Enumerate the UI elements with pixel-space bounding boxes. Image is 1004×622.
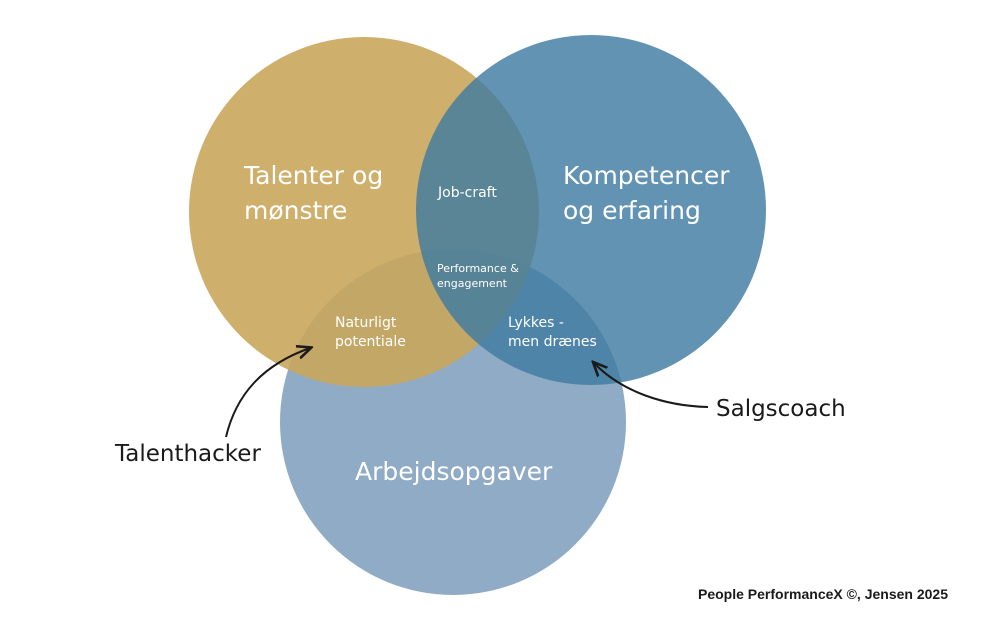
- talents-label-line2: mønstre: [244, 196, 347, 225]
- competences-label-line2: og erfaring: [563, 196, 701, 225]
- callout-talenthacker: Talenthacker: [114, 441, 261, 467]
- competences-label-line1: Kompetencer: [563, 161, 730, 190]
- tasks-label: Arbejdsopgaver: [355, 457, 553, 486]
- overlap-center-line2: engagement: [437, 277, 508, 290]
- talenthacker-arrow: [225, 348, 310, 438]
- overlap-center-line1: Performance &: [437, 262, 519, 275]
- overlap-job-craft: Job-craft: [437, 185, 497, 201]
- overlap-natural-line2: potentiale: [335, 334, 406, 350]
- overlap-succeed-line1: Lykkes -: [508, 315, 564, 331]
- overlap-natural-potential: Naturligt potentiale: [335, 315, 406, 350]
- salgscoach-arrow: [594, 363, 709, 408]
- talents-label: Talenter og mønstre: [243, 161, 391, 225]
- overlap-performance-engagement: Performance & engagement: [437, 262, 522, 290]
- circle-competences: [416, 35, 766, 385]
- callout-salgscoach: Salgscoach: [716, 396, 846, 422]
- footer-credit: People PerformanceX ©, Jensen 2025: [698, 586, 948, 602]
- talents-label-line1: Talenter og: [243, 161, 383, 190]
- overlap-succeed-drained: Lykkes - men drænes: [508, 315, 597, 350]
- overlap-natural-line1: Naturligt: [335, 315, 397, 331]
- overlap-succeed-line2: men drænes: [508, 334, 597, 350]
- competences-label: Kompetencer og erfaring: [563, 161, 737, 225]
